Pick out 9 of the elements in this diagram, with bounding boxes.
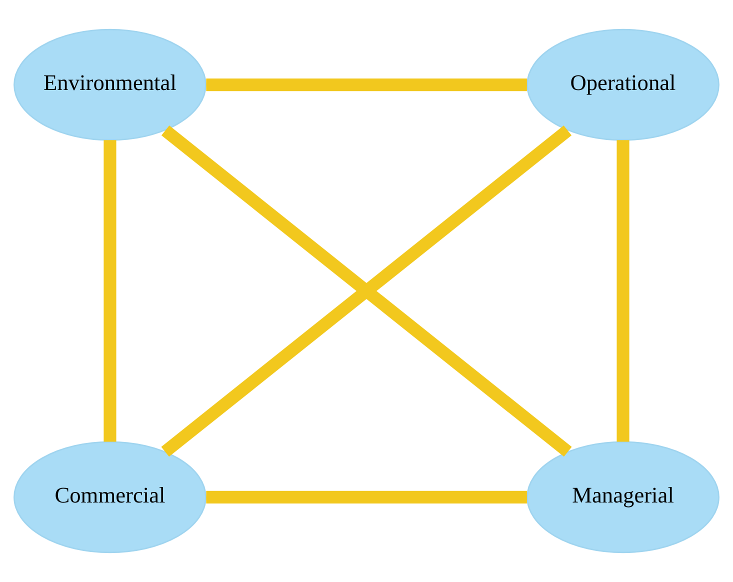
- connector: [104, 140, 116, 442]
- node-ellipse: Operational: [526, 28, 720, 141]
- node-ellipse: Environmental: [14, 28, 206, 141]
- connector: [206, 78, 527, 92]
- connector: [161, 126, 572, 457]
- node-ellipse: Commercial: [14, 441, 206, 554]
- connector: [616, 140, 630, 442]
- connector: [206, 490, 527, 504]
- node-ellipse: Managerial: [526, 441, 720, 554]
